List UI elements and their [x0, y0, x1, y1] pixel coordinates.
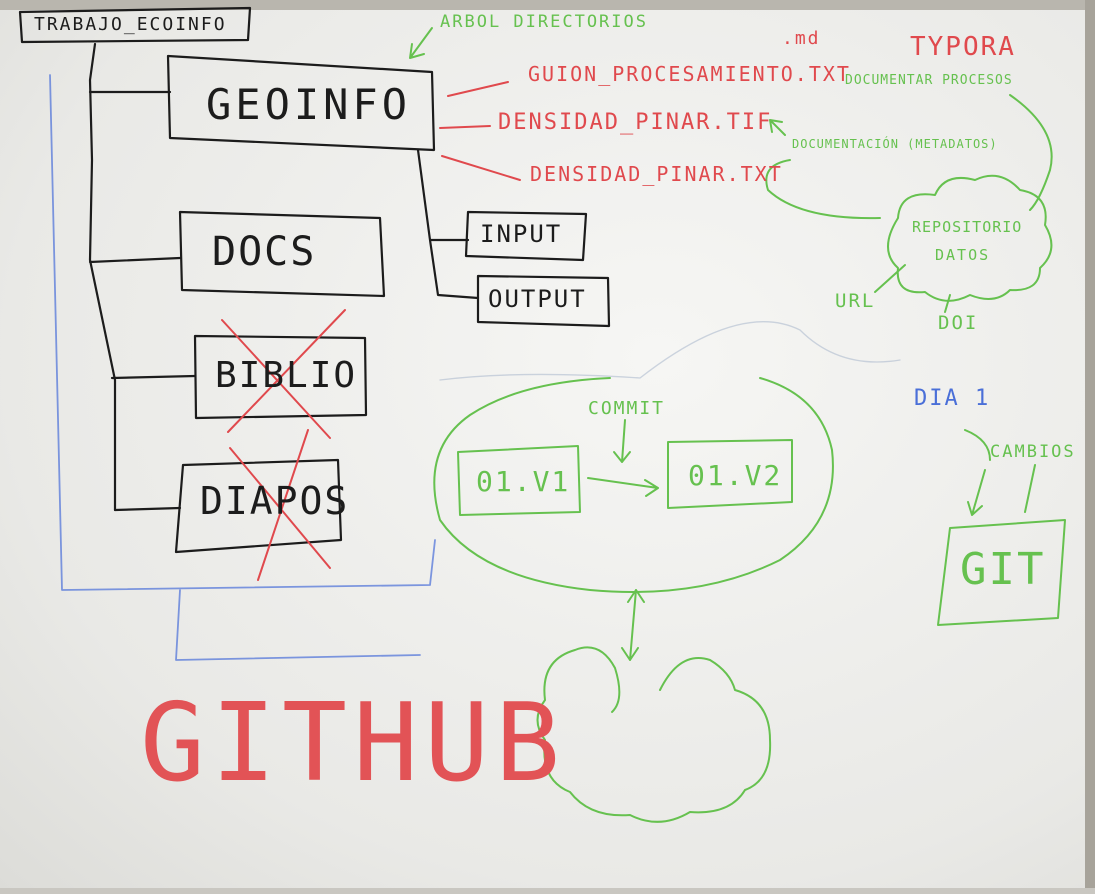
- repository-cloud: [887, 174, 1053, 302]
- branch-biblio: [110, 374, 197, 380]
- folder-geoinfo: GEOINFO: [206, 80, 412, 129]
- v1-box: [457, 445, 581, 516]
- dia-cambios-curve: [964, 429, 1036, 516]
- input-box: [464, 210, 588, 262]
- geoinfo-subtree: [416, 148, 480, 300]
- repository-doi-link: [944, 294, 951, 313]
- repositorio-label: REPOSITORIO: [912, 218, 1023, 236]
- cambios-label: CAMBIOS: [990, 442, 1076, 462]
- file-guion: GUION_PROCESAMIENTO.TXT: [528, 62, 851, 86]
- tif-arrow: [769, 119, 786, 136]
- geoinfo-box: [166, 54, 436, 152]
- v2-box: [667, 439, 793, 509]
- connector-tif: [439, 125, 491, 129]
- github-cloud: [536, 646, 772, 823]
- folder-docs: DOCS: [212, 229, 317, 275]
- root-folder-label: TRABAJO_ECOINFO: [34, 14, 227, 35]
- documentacion-curve: [765, 159, 881, 220]
- root-box: [18, 6, 252, 44]
- branch-diapos: [113, 506, 182, 512]
- output-box: [476, 274, 611, 328]
- whiteboard-frame-bottom: [0, 888, 1095, 894]
- connector-guion: [447, 81, 509, 97]
- subfolder-output: OUTPUT: [488, 285, 587, 313]
- dia-label: DIA 1: [914, 386, 991, 411]
- github-label: GITHUB: [140, 681, 567, 806]
- sync-arrow: [621, 589, 645, 661]
- blue-bracket: [49, 74, 436, 661]
- version-v1-label: 01.V1: [476, 465, 571, 498]
- repository-url-link: [874, 264, 906, 293]
- arbol-arrow: [409, 27, 433, 59]
- documentar-procesos-label: DOCUMENTAR PROCESOS: [845, 73, 1013, 88]
- url-label: URL: [835, 290, 876, 312]
- whiteboard-frame-right: [1085, 0, 1095, 894]
- whiteboard-frame-top: [0, 0, 1095, 10]
- branch-docs: [88, 256, 182, 264]
- commit-arrow: [613, 419, 631, 463]
- file-densidad-txt: DENSIDAD_PINAR.TXT: [530, 162, 783, 186]
- folder-diapos: DIAPOS: [200, 479, 350, 523]
- faint-guide-outline: [439, 321, 901, 381]
- diapos-cross: [229, 429, 331, 581]
- doi-label: DOI: [938, 312, 979, 334]
- tree-trunk: [88, 42, 117, 512]
- documentar-curve: [1009, 94, 1053, 211]
- diapos-box: [174, 458, 343, 554]
- biblio-cross: [221, 309, 346, 439]
- version-v2-label: 01.V2: [688, 459, 783, 492]
- connector-txt: [441, 155, 521, 181]
- git-box: [937, 519, 1066, 626]
- md-label: .md: [782, 28, 821, 49]
- file-densidad-tif: DENSIDAD_PINAR.TIF: [498, 110, 773, 135]
- commit-label: COMMIT: [588, 398, 666, 419]
- docs-box: [178, 210, 386, 298]
- v1-v2-arrow: [587, 477, 659, 497]
- subfolder-input: INPUT: [480, 220, 563, 248]
- folder-biblio: BIBLIO: [215, 355, 358, 396]
- datos-label: DATOS: [935, 246, 991, 264]
- typora-label: TYPORA: [910, 32, 1016, 62]
- documentacion-label: DOCUMENTACIÓN (METADATOS): [792, 137, 998, 151]
- arbol-directorios-label: ARBOL DIRECTORIOS: [440, 12, 648, 32]
- biblio-box: [193, 334, 368, 420]
- version-ellipse: [433, 377, 834, 593]
- git-label: GIT: [960, 544, 1046, 595]
